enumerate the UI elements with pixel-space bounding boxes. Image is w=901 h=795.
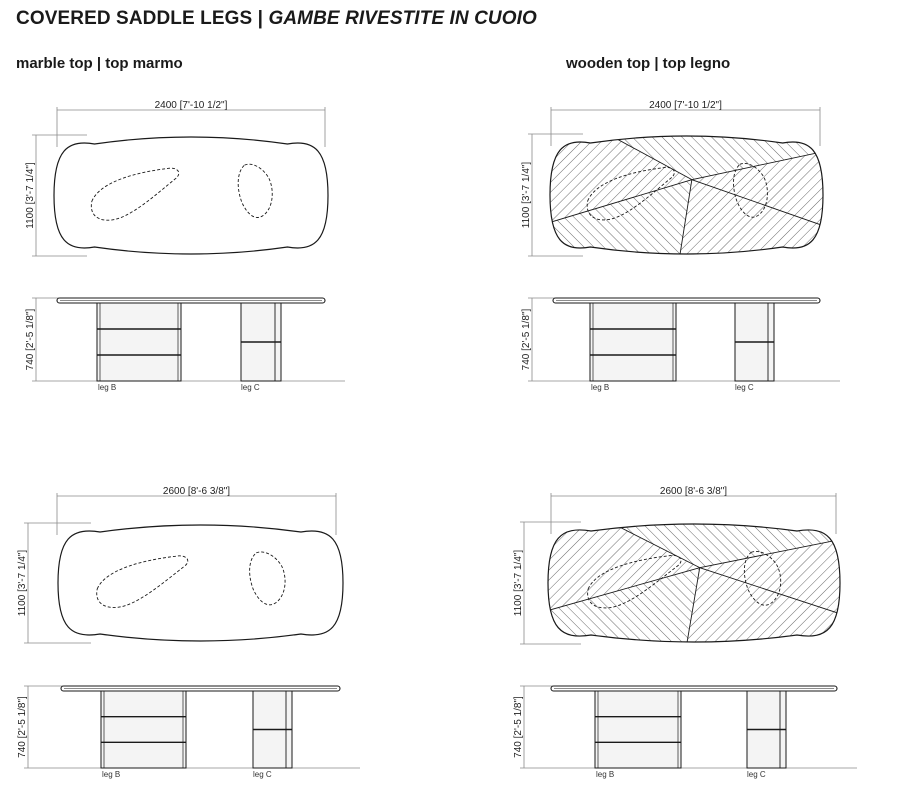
page-title: COVERED SADDLE LEGS | GAMBE RIVESTITE IN… xyxy=(16,8,537,30)
veneer-seam xyxy=(699,567,840,617)
length-label: 2600 [8'-6 3/8"] xyxy=(660,486,727,497)
table-top-outline xyxy=(57,524,344,642)
base-outline-leg-b xyxy=(96,555,189,608)
leg-c-label: leg C xyxy=(253,770,272,779)
height-label: 740 [2'-5 1/8"] xyxy=(25,308,36,370)
title-italic: GAMBE RIVESTITE IN CUOIO xyxy=(268,8,537,29)
wood-veneer-pattern xyxy=(550,136,823,254)
leg-b-label: leg B xyxy=(591,383,609,392)
subtitle-wooden-top: wooden top | top legno xyxy=(566,55,731,72)
veneer-seam xyxy=(550,179,692,225)
table-top-outline xyxy=(549,135,824,255)
table-top-outline xyxy=(547,523,841,643)
leg-b-body xyxy=(96,302,182,382)
base-outline-leg-b xyxy=(586,166,675,221)
base-outline-leg-c xyxy=(237,163,273,218)
width-label: 1100 [3'-7 1/4"] xyxy=(17,550,28,617)
length-label: 2600 [8'-6 3/8"] xyxy=(163,486,230,497)
base-outline-leg-c xyxy=(733,163,768,218)
length-label: 2400 [7'-10 1/2"] xyxy=(155,100,228,111)
leg-b-body xyxy=(589,302,677,382)
veneer-seam xyxy=(684,567,701,642)
base-outline-leg-c xyxy=(249,551,286,606)
leg-c-label: leg C xyxy=(241,383,260,392)
veneer-seam xyxy=(678,179,693,254)
veneer-panel xyxy=(548,567,700,642)
veneer-seam xyxy=(548,567,700,613)
table-wood-2400: 2400 [7'-10 1/2"] 1100 [3'-7 1/4"] 740 [2'… xyxy=(521,100,840,392)
width-label: 1100 [3'-7 1/4"] xyxy=(521,162,532,229)
table-top-outline xyxy=(53,136,329,255)
veneer-seam xyxy=(691,149,823,181)
table-marble-2400: 2400 [7'-10 1/2"] 1100 [3'-7 1/4"] 740 [2'… xyxy=(25,100,345,392)
leg-b-label: leg B xyxy=(596,770,614,779)
leg-b-body xyxy=(594,690,682,769)
base-outline-leg-c xyxy=(743,551,782,606)
veneer-seam xyxy=(593,524,700,569)
title-separator: | xyxy=(257,8,264,29)
base-outline-leg-b xyxy=(90,167,180,221)
width-label: 1100 [3'-7 1/4"] xyxy=(513,550,524,617)
leg-c-label: leg C xyxy=(747,770,766,779)
subtitle-marble-top: marble top | top marmo xyxy=(16,55,183,72)
veneer-seam xyxy=(691,179,823,229)
veneer-seam xyxy=(699,537,840,569)
leg-c-label: leg C xyxy=(735,383,754,392)
length-label: 2400 [7'-10 1/2"] xyxy=(649,100,722,111)
table-wood-2600: 2600 [8'-6 3/8"] 1100 [3'-7 1/4"] 740 [2'-… xyxy=(513,486,857,779)
base-outline-leg-b xyxy=(587,554,682,609)
leg-b-label: leg B xyxy=(98,383,116,392)
title-main: COVERED SADDLE LEGS xyxy=(16,8,253,29)
leg-b-body xyxy=(100,690,187,769)
veneer-panel xyxy=(550,179,692,254)
leg-b-label: leg B xyxy=(102,770,120,779)
wood-veneer-pattern xyxy=(548,524,840,642)
height-label: 740 [2'-5 1/8"] xyxy=(17,696,28,758)
width-label: 1100 [3'-7 1/4"] xyxy=(25,162,36,229)
height-label: 740 [2'-5 1/8"] xyxy=(513,696,524,758)
height-label: 740 [2'-5 1/8"] xyxy=(521,308,532,370)
table-marble-2600: 2600 [8'-6 3/8"] 1100 [3'-7 1/4"] 740 [2'-… xyxy=(17,486,360,779)
veneer-seam xyxy=(592,136,693,181)
